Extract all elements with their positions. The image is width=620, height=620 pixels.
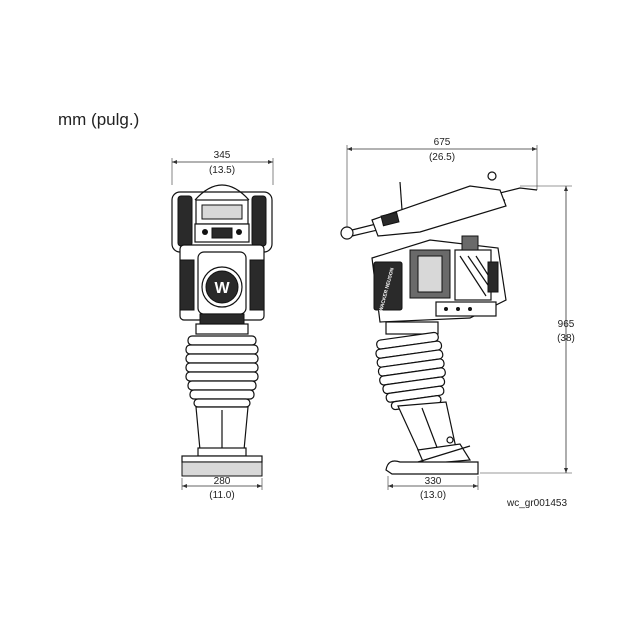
side-leg — [397, 401, 472, 465]
side-handle — [340, 171, 538, 240]
side-view: 675 (26.5) 965 (38) — [340, 137, 575, 501]
units-label: mm (pulg.) — [58, 110, 140, 129]
front-base-width-in: (11.0) — [209, 490, 234, 501]
front-engine: W — [179, 244, 265, 335]
side-foot-mm: 330 — [425, 476, 442, 487]
front-top-width-in: (13.5) — [209, 165, 235, 176]
reference-code: wc_gr001453 — [506, 498, 567, 509]
side-bellows — [375, 331, 446, 411]
front-frame — [171, 184, 273, 253]
side-height-in: (38) — [557, 333, 575, 344]
front-bellows — [185, 335, 259, 408]
front-leg — [195, 406, 249, 457]
side-height-mm: 965 — [558, 319, 575, 330]
side-foot-dimension: 330 (13.0) — [387, 476, 479, 501]
front-top-width-mm: 345 — [214, 150, 231, 161]
side-foot — [385, 445, 479, 475]
side-length-mm: 675 — [434, 137, 451, 148]
front-top-dimension: 345 (13.5) — [171, 150, 274, 185]
front-logo-letter: W — [214, 280, 230, 297]
side-engine: WACKER NEUSON — [371, 235, 507, 335]
side-foot-in: (13.0) — [420, 490, 446, 501]
side-height-dimension: 965 (38) — [480, 185, 575, 474]
side-length-dimension: 675 (26.5) — [346, 137, 538, 228]
front-base-dimension: 280 (11.0) — [181, 476, 263, 501]
side-length-in: (26.5) — [429, 152, 455, 163]
front-base-width-mm: 280 — [214, 476, 231, 487]
front-foot — [181, 455, 263, 477]
front-view: 345 (13.5) — [171, 150, 274, 501]
